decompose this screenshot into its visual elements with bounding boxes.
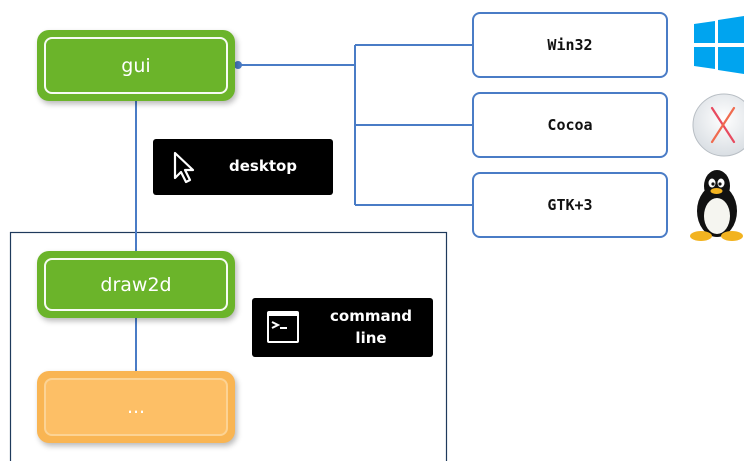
desktop-badge-label: desktop <box>229 157 298 175</box>
desktop-badge: desktop <box>153 139 333 195</box>
placeholder-module-label: ... <box>44 378 228 436</box>
draw2d-module-label: draw2d <box>44 258 228 311</box>
command-line-badge-line1: command <box>330 307 412 325</box>
platform-gtk: GTK+3 <box>472 172 668 238</box>
terminal-icon <box>267 311 299 343</box>
linux-tux-icon <box>690 170 743 241</box>
gui-module-label: gui <box>44 37 228 94</box>
gui-module: gui <box>37 30 235 101</box>
draw2d-module: draw2d <box>37 251 235 318</box>
platform-win32: Win32 <box>472 12 668 78</box>
macos-x-logo-icon <box>692 93 744 157</box>
windows-logo-icon <box>694 16 744 74</box>
command-line-frame <box>9 231 448 461</box>
connector-gui-dot <box>234 61 242 69</box>
platform-cocoa: Cocoa <box>472 92 668 158</box>
command-line-badge: command line <box>252 298 433 357</box>
mouse-pointer-icon <box>173 151 195 184</box>
command-line-badge-line2: line <box>355 329 387 347</box>
command-line-badge-label: command line <box>312 305 430 349</box>
placeholder-module: ... <box>37 371 235 443</box>
